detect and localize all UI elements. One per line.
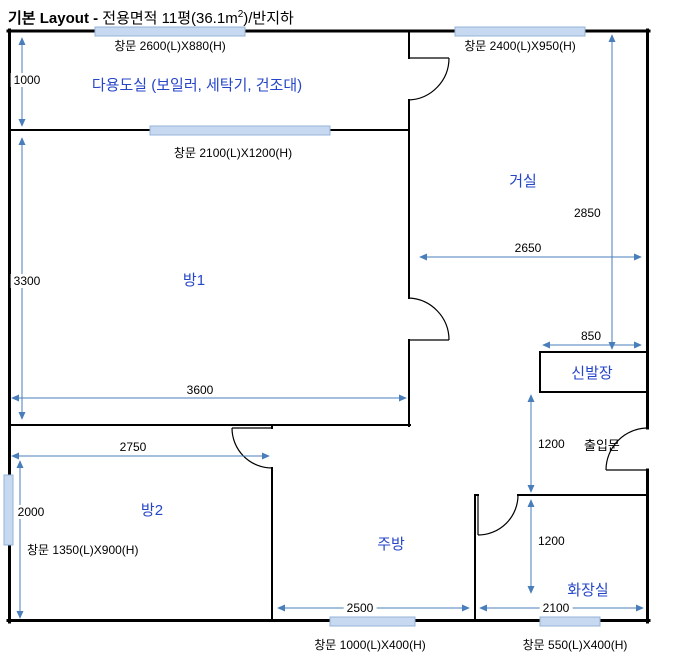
dim-label-living-height: 2850 — [574, 206, 601, 220]
window-label-utility-bottom: 창문 2100(L)X1200(H) — [173, 146, 293, 160]
doors — [231, 57, 649, 536]
room-label-room1: 방1 — [182, 272, 206, 289]
room-label-room2: 방2 — [140, 502, 164, 519]
door-entrance — [605, 427, 649, 471]
window-utility-bottom — [149, 125, 331, 136]
room-label-kitchen: 주방 — [377, 536, 405, 553]
window-label-room2-left: 창문 1350(L)X900(H) — [27, 543, 139, 557]
dim-label-room1-width: 3600 — [186, 383, 214, 397]
dim-label-shoe-width: 850 — [580, 329, 602, 343]
window-label-top-left: 창문 2600(L)X880(H) — [114, 39, 226, 53]
title-suffix: )/반지하 — [243, 10, 294, 27]
inner-walls — [8, 30, 649, 622]
dim-label-kitchen-width: 2500 — [343, 601, 377, 615]
dim-label-room2-height: 2000 — [14, 505, 48, 519]
window-kitchen-bottom — [329, 616, 416, 627]
title-bold: 기본 Layout - — [8, 10, 103, 27]
title-text: 전용면적 11평(36.1m — [102, 10, 238, 27]
window-bathroom-bottom — [539, 616, 601, 627]
dim-label-living-width: 2650 — [514, 241, 542, 255]
windows — [3, 26, 601, 627]
window-label-bathroom-bottom: 창문 550(L)X400(H) — [522, 638, 628, 652]
dimension-lines — [11, 34, 644, 619]
window-top-right — [454, 26, 586, 37]
dim-label-hall-height: 1200 — [538, 437, 565, 451]
room-label-utility: 다용도실 (보일러, 세탁기, 건조대) — [91, 77, 303, 94]
dim-label-bathroom-width: 2100 — [539, 601, 573, 615]
window-top-left — [94, 26, 246, 37]
door-utility-living — [408, 57, 450, 101]
room-label-bathroom: 화장실 — [567, 582, 609, 599]
title-superscript: 2 — [237, 9, 244, 20]
window-label-kitchen-bottom: 창문 1000(L)X400(H) — [314, 638, 426, 652]
room-label-living: 거실 — [509, 173, 537, 190]
dim-label-room2-width: 2750 — [119, 440, 147, 454]
dim-label-room1-height: 3300 — [10, 274, 44, 288]
room-label-entrance: 출입문 — [584, 438, 620, 453]
window-label-top-right: 창문 2400(L)X950(H) — [464, 39, 576, 53]
page-title: 기본 Layout - 전용면적 11평(36.1m2)/반지하 — [8, 5, 294, 28]
dim-label-utility-height: 1000 — [10, 73, 44, 87]
door-room1-living — [408, 297, 450, 341]
door-bathroom — [477, 494, 519, 536]
dim-label-bathroom-height: 1200 — [538, 534, 565, 548]
room-label-shoe-cabinet: 신발장 — [571, 365, 613, 382]
door-room2 — [231, 427, 273, 469]
window-room2-left — [3, 474, 14, 546]
